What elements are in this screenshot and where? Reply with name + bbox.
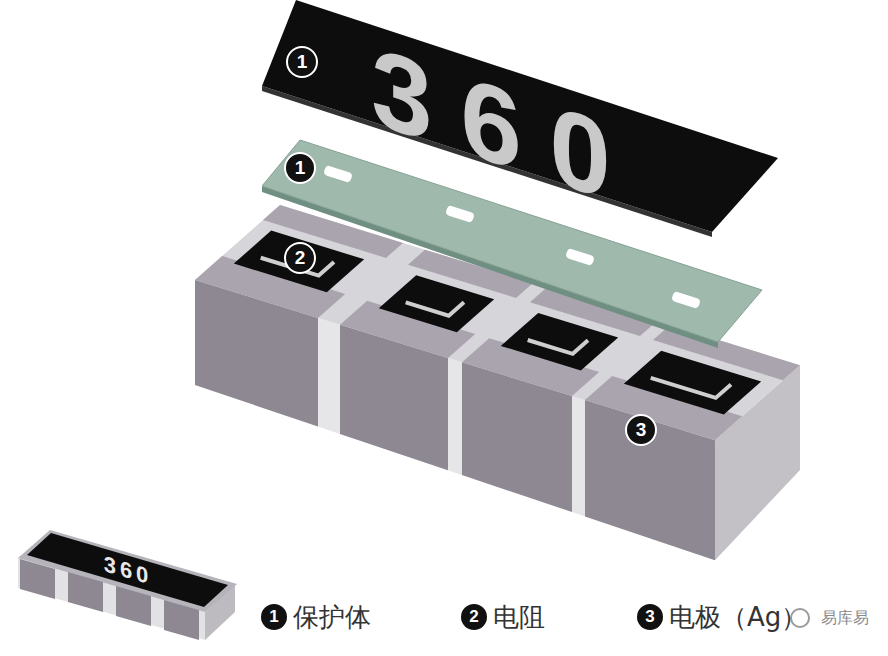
legend-text: 保护体 <box>293 600 371 635</box>
callout-number: 3 <box>625 414 657 446</box>
resistor-trace <box>406 302 464 316</box>
chip-part <box>379 275 494 332</box>
callout-number: 2 <box>284 242 316 274</box>
resistor-marking: 360 <box>371 30 639 227</box>
top-coating-layer <box>262 0 778 237</box>
resistor-marking: 360 <box>104 553 153 589</box>
legend-text: 电极（Ag） <box>669 600 807 635</box>
legend-number: 3 <box>637 604 663 630</box>
callout-number: 1 <box>286 46 318 78</box>
chip-part <box>501 313 618 371</box>
legend-text: 电阻 <box>493 600 545 635</box>
resistor-trace <box>528 340 588 354</box>
callout-number: 1 <box>284 152 316 184</box>
watermark: 易库易 <box>821 608 869 629</box>
legend-number: 1 <box>261 604 287 630</box>
chip-part <box>624 351 761 415</box>
legend-number: 2 <box>461 604 487 630</box>
chip-part <box>234 231 364 293</box>
resistor-trace <box>651 378 731 398</box>
small-chip <box>18 530 237 640</box>
